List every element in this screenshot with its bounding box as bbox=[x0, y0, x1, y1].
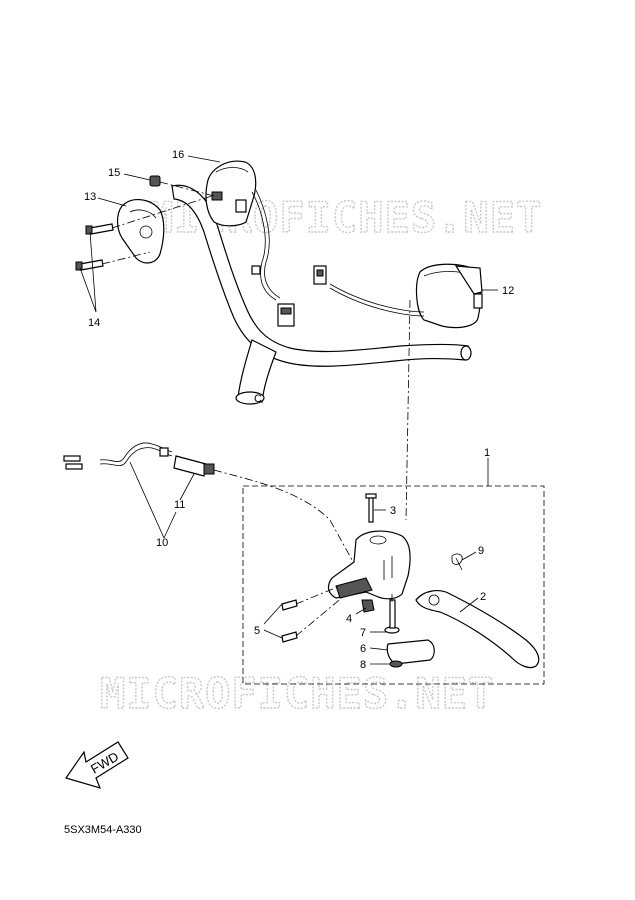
part-5-screws bbox=[281, 599, 298, 643]
callout-3: 3 bbox=[390, 505, 396, 517]
part-9-pin bbox=[451, 553, 463, 571]
callout-9: 9 bbox=[478, 545, 484, 557]
part-16-switch-housing bbox=[205, 160, 295, 327]
svg-text:C: C bbox=[254, 393, 262, 405]
callout-7: 7 bbox=[360, 627, 366, 639]
callout-14: 14 bbox=[88, 317, 100, 329]
part-4-nut bbox=[361, 599, 375, 613]
callout-8: 8 bbox=[360, 659, 366, 671]
assembly-line-13 bbox=[101, 195, 213, 265]
part-11-switch bbox=[173, 455, 215, 477]
callout-2: 2 bbox=[480, 591, 486, 603]
assembly-1-frame bbox=[242, 485, 545, 685]
callout-12: 12 bbox=[502, 285, 514, 297]
assembly-line-15 bbox=[159, 181, 215, 197]
handlebar: C bbox=[171, 184, 472, 405]
part-3-bolt bbox=[365, 493, 377, 523]
watermark-bottom: MICROFICHES.NET bbox=[100, 669, 494, 718]
assembly-line-12 bbox=[405, 299, 411, 521]
callout-1: 1 bbox=[484, 447, 490, 459]
callout-10: 10 bbox=[156, 537, 168, 549]
callout-11: 11 bbox=[174, 499, 185, 511]
callout-15: 15 bbox=[108, 167, 120, 179]
callout-16: 16 bbox=[172, 149, 184, 161]
part-15-screw bbox=[149, 175, 161, 187]
part-13-cover bbox=[116, 199, 165, 264]
fwd-arrow: FWD bbox=[65, 741, 129, 789]
part-12-switch bbox=[313, 263, 483, 329]
part-10-wire bbox=[63, 442, 173, 470]
callout-5: 5 bbox=[254, 625, 260, 637]
callout-13: 13 bbox=[84, 191, 96, 203]
callout-4: 4 bbox=[346, 613, 352, 625]
assembly-line-11 bbox=[213, 469, 353, 561]
parts-6-7-8-stack bbox=[384, 599, 435, 668]
lever-holder bbox=[327, 530, 411, 600]
diagram-code: 5SX3M54-A330 bbox=[64, 824, 142, 836]
callout-6: 6 bbox=[360, 643, 366, 655]
part-2-lever bbox=[415, 590, 540, 669]
assembly-line-5 bbox=[295, 585, 345, 637]
part-14-screws bbox=[75, 223, 114, 271]
leader-lines bbox=[79, 155, 498, 665]
